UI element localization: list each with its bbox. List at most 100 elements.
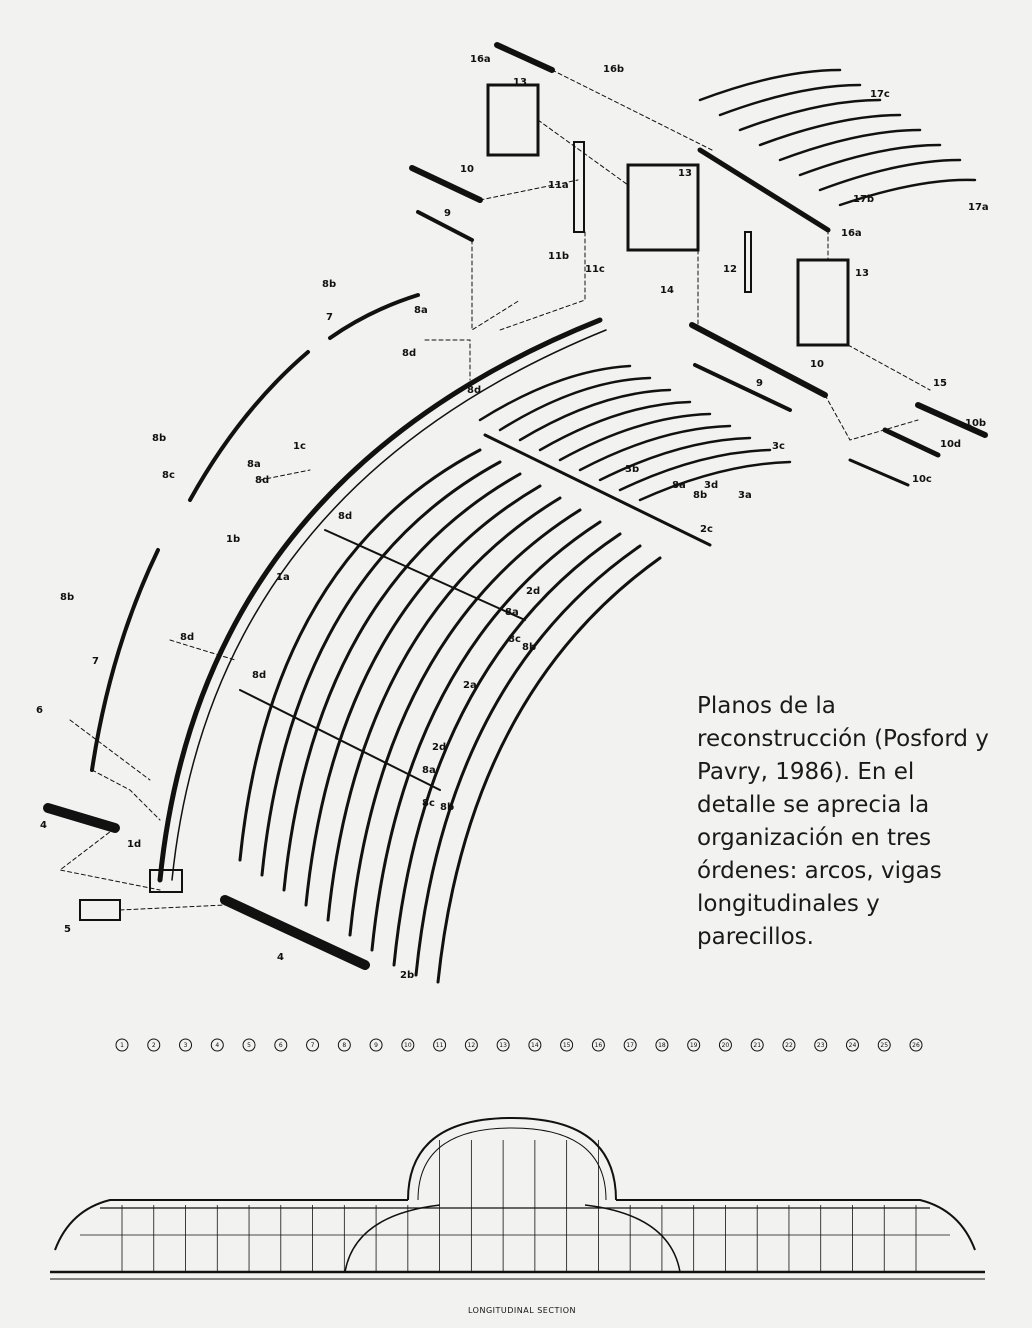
grid-marker-number: 6 bbox=[279, 1042, 283, 1049]
part-label: 8c bbox=[162, 470, 175, 481]
part-label: 1d bbox=[127, 839, 141, 850]
part-label: 1b bbox=[226, 534, 240, 545]
grid-marker-circle bbox=[306, 1038, 320, 1052]
arch-rib-low bbox=[90, 548, 160, 772]
grid-marker-circle bbox=[147, 1038, 161, 1052]
part-label: 8a bbox=[505, 607, 519, 618]
right-wing-roof bbox=[616, 1199, 976, 1251]
part-label: 8d bbox=[255, 475, 269, 486]
part-labels: 16a 16b 13 17c 10 11a 13 9 17b 17a 16a 1… bbox=[36, 54, 989, 981]
grid-marker-circle bbox=[750, 1038, 764, 1052]
part-label: 17b bbox=[853, 194, 874, 205]
part-label: 8b bbox=[693, 490, 707, 501]
transept-dome bbox=[407, 1116, 617, 1201]
part-label: 9 bbox=[756, 378, 763, 389]
part-label: 7 bbox=[326, 312, 333, 323]
grid-marker-number: 12 bbox=[468, 1042, 476, 1049]
grid-marker-number: 4 bbox=[215, 1042, 219, 1049]
section-title: LONGITUDINAL SECTION bbox=[468, 1306, 576, 1315]
grid-marker-circle bbox=[623, 1038, 637, 1052]
grid-marker-number: 13 bbox=[499, 1042, 507, 1049]
purlin-2d-upper bbox=[324, 529, 526, 621]
arch-rib-top bbox=[328, 293, 420, 340]
grid-marker-number: 25 bbox=[880, 1042, 888, 1049]
part-label: 16b bbox=[603, 64, 624, 75]
section-bays bbox=[121, 1140, 917, 1272]
grid-marker-circle bbox=[845, 1038, 859, 1052]
part-label: 8a bbox=[672, 480, 686, 491]
grid-marker-circle bbox=[877, 1038, 891, 1052]
part-label: 8d bbox=[338, 511, 352, 522]
main-arch bbox=[157, 317, 603, 883]
part-label: 10 bbox=[810, 359, 824, 370]
part-label: 2a bbox=[463, 680, 477, 691]
panel-13-right bbox=[796, 258, 850, 347]
grid-marker-number: 15 bbox=[563, 1042, 571, 1049]
grid-marker-circle bbox=[179, 1038, 193, 1052]
part-label: 8d bbox=[467, 385, 481, 396]
part-label: 3b bbox=[625, 464, 639, 475]
grid-marker-number: 18 bbox=[658, 1042, 666, 1049]
part-label: 8d bbox=[180, 632, 194, 643]
grid-marker-circle bbox=[464, 1038, 478, 1052]
part-label: 10b bbox=[965, 418, 986, 429]
grid-marker-number: 14 bbox=[531, 1042, 539, 1049]
grid-marker-circle bbox=[496, 1038, 510, 1052]
part-label: 8b bbox=[322, 279, 336, 290]
beam-10d bbox=[882, 427, 941, 458]
grid-marker-circle bbox=[337, 1038, 351, 1052]
figure-caption: Planos de la reconstrucción (Posford y P… bbox=[697, 693, 989, 950]
part-label: 13 bbox=[513, 77, 527, 88]
part-label: 2d bbox=[526, 586, 540, 597]
column-11a bbox=[573, 141, 585, 233]
exploded-axonometric-drawing: 16a 16b 13 17c 10 11a 13 9 17b 17a 16a 1… bbox=[36, 42, 989, 984]
part-label: 6 bbox=[36, 705, 43, 716]
part-label: 16a bbox=[841, 228, 862, 239]
grid-marker-circle bbox=[655, 1038, 669, 1052]
part-label: 14 bbox=[660, 285, 674, 296]
part-label: 8a bbox=[247, 459, 261, 470]
part-label: 8a bbox=[414, 305, 428, 316]
part-label: 4 bbox=[277, 952, 284, 963]
grid-marker-circle bbox=[369, 1038, 383, 1052]
grid-marker-number: 5 bbox=[247, 1042, 251, 1049]
part-label: 11a bbox=[548, 180, 569, 191]
transept-right-arch bbox=[584, 1204, 681, 1273]
grid-marker-number: 16 bbox=[595, 1042, 603, 1049]
part-label: 8b bbox=[60, 592, 74, 603]
beam-10b bbox=[915, 402, 988, 438]
purlin-2d-lower bbox=[239, 689, 441, 791]
grid-marker-number: 8 bbox=[342, 1042, 346, 1049]
column-base bbox=[149, 869, 183, 893]
roof-rafters-17 bbox=[698, 68, 977, 207]
part-label: 11c bbox=[585, 264, 605, 275]
part-label: 3a bbox=[738, 490, 752, 501]
part-label: 15 bbox=[933, 378, 947, 389]
grid-marker-number: 11 bbox=[436, 1042, 444, 1049]
grid-marker-number: 26 bbox=[912, 1042, 920, 1049]
grid-marker-number: 19 bbox=[690, 1042, 698, 1049]
part-label: 8c bbox=[508, 634, 521, 645]
panel-13-mid bbox=[626, 163, 700, 252]
part-label: 2d bbox=[432, 742, 446, 753]
beam-16a-lower bbox=[697, 147, 831, 233]
grid-marker-circle bbox=[401, 1038, 415, 1052]
part-label: 8b bbox=[522, 642, 536, 653]
grid-marker-circle bbox=[718, 1038, 732, 1052]
main-arch-inner bbox=[171, 329, 607, 881]
purlin-ribs bbox=[238, 448, 662, 984]
grid-marker-number: 7 bbox=[311, 1042, 315, 1049]
part-label: 8d bbox=[402, 348, 416, 359]
part-label: 17a bbox=[968, 202, 989, 213]
left-wing-roof bbox=[54, 1199, 408, 1251]
grid-marker-circle bbox=[782, 1038, 796, 1052]
upper-rafters bbox=[478, 364, 792, 502]
grid-marker-circle bbox=[433, 1038, 447, 1052]
grid-marker-number: 10 bbox=[404, 1042, 412, 1049]
grid-marker-circle bbox=[814, 1038, 828, 1052]
part-label: 8a bbox=[422, 765, 436, 776]
part-label: 5 bbox=[64, 924, 71, 935]
grid-marker-number: 24 bbox=[849, 1042, 857, 1049]
